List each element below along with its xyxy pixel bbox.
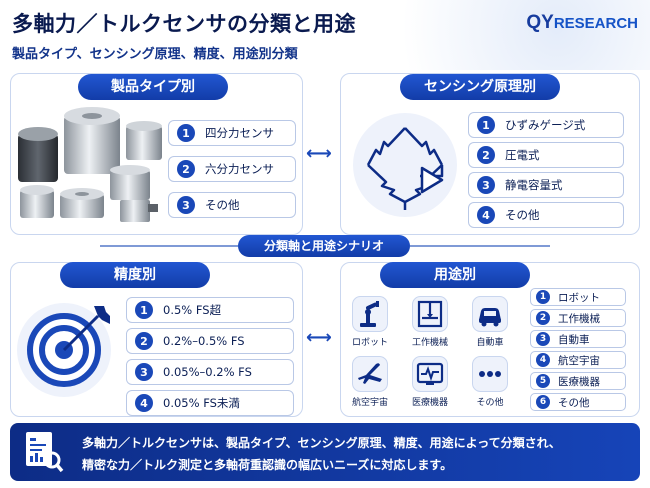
app-label-aerospace: 航空宇宙 — [351, 398, 388, 408]
company-logo: QYRESEARCH — [526, 12, 638, 34]
product-type-tab: 製品タイプ別 — [78, 74, 228, 100]
medical-monitor-icon — [412, 356, 448, 392]
page-subtitle: 製品タイプ、センシング原理、精度、用途別分類 — [12, 47, 298, 62]
double-arrow-icon: ⟷ — [306, 327, 332, 348]
more-dots-icon — [472, 356, 508, 392]
target-icon — [17, 303, 111, 397]
summary-line-1: 多軸力／トルクセンサは、製品タイプ、センシング原理、精度、用途によって分類され、 — [82, 436, 561, 450]
classification-axis-label: 分類軸と用途シナリオ — [238, 235, 410, 257]
application-tab: 用途別 — [380, 262, 530, 288]
double-arrow-icon: ⟷ — [306, 143, 332, 164]
logo-qy: QY — [526, 12, 554, 33]
sensor-product-image — [18, 107, 162, 222]
divider-line — [410, 245, 550, 247]
precision-tab: 精度別 — [60, 262, 210, 288]
summary-footer — [10, 423, 640, 481]
page-title: 多軸力／トルクセンサの分類と用途 — [12, 12, 356, 36]
bridge-circuit-icon — [353, 113, 457, 217]
app-label-car: 自動車 — [476, 338, 504, 348]
app-label-machine-tool: 工作機械 — [411, 338, 448, 348]
machine-tool-icon — [412, 296, 448, 332]
report-search-icon — [26, 432, 64, 473]
app-label-medical: 医療機器 — [411, 398, 448, 408]
divider-line — [100, 245, 238, 247]
app-label-other: その他 — [476, 398, 504, 408]
app-label-robot: ロボット — [351, 338, 388, 348]
summary-line-2: 精密な力／トルク測定と多軸荷重認識の幅広いニーズに対応します。 — [82, 458, 453, 472]
airplane-icon — [352, 356, 388, 392]
car-icon — [472, 296, 508, 332]
sensing-principle-tab: センシング原理別 — [400, 74, 560, 100]
header-background — [340, 0, 650, 70]
robot-arm-icon — [352, 296, 388, 332]
logo-research: RESEARCH — [553, 15, 638, 32]
